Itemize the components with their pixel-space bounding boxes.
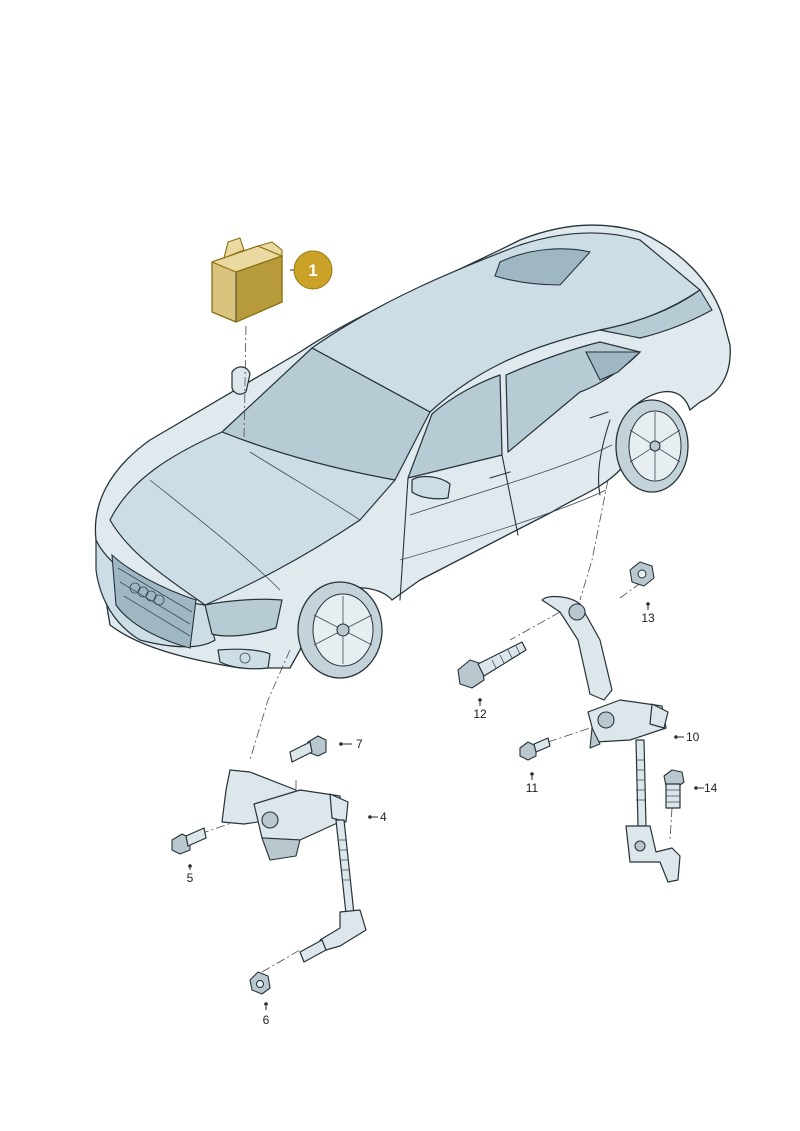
bolt-part-7 xyxy=(289,735,327,763)
part-number-labels: 7 4 5 6 10 11 12 13 14 xyxy=(187,611,718,1027)
bolt-part-12 xyxy=(457,641,527,689)
label-5[interactable]: 5 xyxy=(187,871,194,885)
control-unit-part-1 xyxy=(211,237,283,323)
car-illustration xyxy=(94,224,731,679)
nut-part-13 xyxy=(629,561,655,587)
front-wheel xyxy=(297,581,383,679)
front-level-sensor-part-4 xyxy=(221,769,367,963)
label-ticks xyxy=(188,602,704,1010)
rear-wheel xyxy=(615,399,689,493)
label-4[interactable]: 4 xyxy=(380,810,387,824)
label-7[interactable]: 7 xyxy=(356,737,363,751)
bolt-part-11 xyxy=(519,737,551,761)
callout-1[interactable]: 1 xyxy=(290,250,333,290)
bolt-part-5 xyxy=(171,827,207,855)
label-6[interactable]: 6 xyxy=(263,1013,270,1027)
callout-1-number: 1 xyxy=(308,261,317,280)
rear-level-sensor-part-10 xyxy=(541,595,681,883)
label-13[interactable]: 13 xyxy=(641,611,655,625)
nut-part-6 xyxy=(249,971,271,995)
label-12[interactable]: 12 xyxy=(473,707,487,721)
bolt-part-14 xyxy=(663,769,685,809)
label-11[interactable]: 11 xyxy=(526,781,539,795)
label-14[interactable]: 14 xyxy=(704,781,718,795)
brand-rings-logo xyxy=(129,582,165,606)
label-10[interactable]: 10 xyxy=(686,730,700,744)
